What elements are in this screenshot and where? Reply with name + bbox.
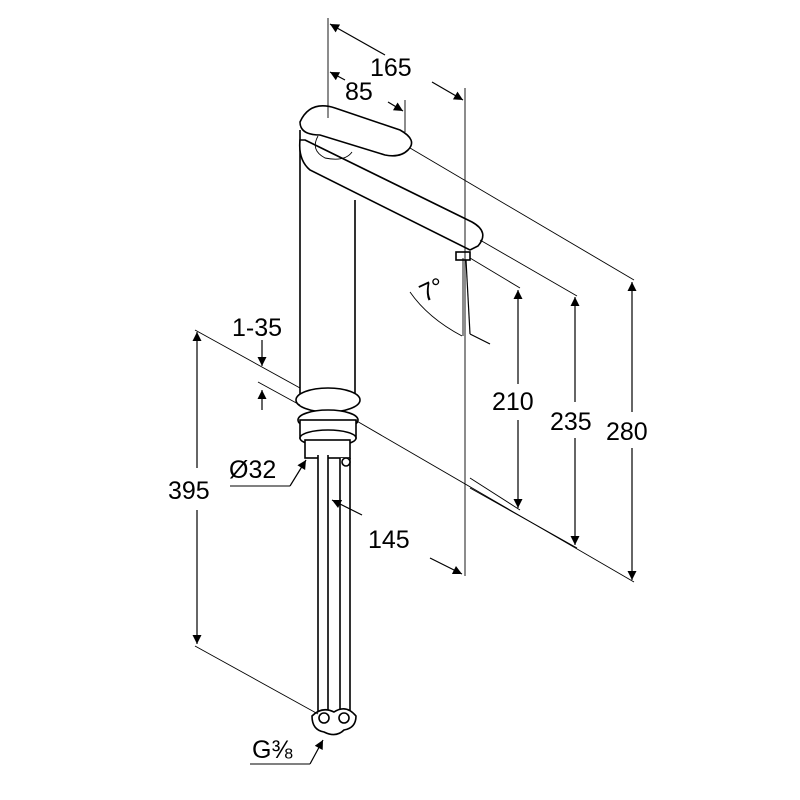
dim-395-label: 395 (168, 477, 210, 505)
deck-thickness-label: 1-35 (232, 314, 282, 342)
hole-diameter-label: Ø32 (229, 456, 276, 484)
dim-235-label: 235 (550, 408, 592, 436)
dimension-lines (192, 18, 637, 765)
thread-label: G⅜ (252, 736, 292, 764)
dim-280-label: 280 (606, 418, 648, 446)
faucet-body (295, 105, 484, 736)
spout-angle-label: 7° (415, 272, 448, 307)
dim-165-label: 165 (370, 54, 412, 82)
dim-85-label: 85 (345, 78, 373, 106)
handle (299, 105, 413, 157)
base-ring (295, 387, 361, 413)
dim-145-label: 145 (368, 526, 410, 554)
hoses (317, 455, 351, 713)
dim-210-label: 210 (492, 388, 534, 416)
hose-nuts (311, 708, 357, 736)
